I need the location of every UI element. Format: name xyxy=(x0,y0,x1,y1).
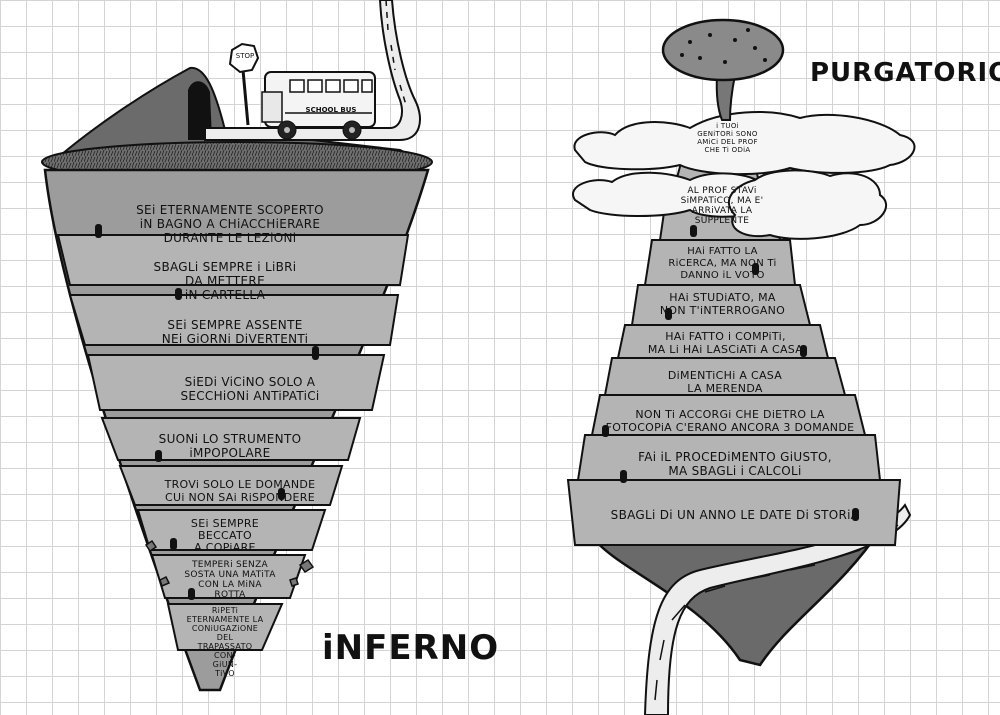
purgatorio-terrace-8: FAi iL PROCEDiMENTO GiUSTO, MA SBAGLi i … xyxy=(600,450,870,478)
purgatorio-terrace-4: HAi STUDiATO, MA NON T'iNTERROGANO xyxy=(640,291,805,317)
purgatorio-terrace-5: HAi FATTO i COMPiTi, MA Li HAi LASCiATi … xyxy=(628,330,823,356)
tree xyxy=(663,20,783,120)
inferno-circle-9: RiPETi ETERNAMENTE LA CONiUGAZiONE DEL T… xyxy=(180,606,270,678)
inferno-circle-5: SUONi LO STRUMENTO iMPOPOLARE xyxy=(150,432,310,460)
purgatorio-terrace-3: HAi FATTO LA RiCERCA, MA NON Ti DANNO iL… xyxy=(655,246,790,282)
inferno-circle-7: SEi SEMPRE BECCATO A COPiARE xyxy=(170,518,280,554)
inferno-circle-1: SEi ETERNAMENTE SCOPERTO iN BAGNO A CHiA… xyxy=(120,203,340,245)
purgatorio-terrace-9: SBAGLi Di UN ANNO LE DATE Di STORiA xyxy=(585,508,885,522)
purgatorio-terrace-6: DiMENTiCHi A CASA LA MERENDA xyxy=(640,369,810,395)
stop-sign-label: STOP xyxy=(232,52,258,60)
purgatorio-terrace-2: AL PROF STAVi SiMPATiCO, MA E' ARRiVATA … xyxy=(672,186,772,226)
inferno-circle-2: SBAGLi SEMPRE i LiBRi DA METTERE iN CART… xyxy=(120,260,330,302)
purgatorio-terrace-7: NON Ti ACCORGi CHE DiETRO LA FOTOCOPiA C… xyxy=(600,408,860,434)
inferno-circle-3: SEi SEMPRE ASSENTE NEi GiORNi DiVERTENTi xyxy=(135,318,335,346)
purgatorio-title: PURGATORIO xyxy=(810,58,1000,88)
inferno-title: iNFERNO xyxy=(322,628,499,668)
inferno-circle-6: TROVi SOLO LE DOMANDE CUi NON SAi RiSPON… xyxy=(150,478,330,504)
tree-crown xyxy=(663,20,783,80)
purgatorio-terrace-1: i TUOi GENiTORi SONO AMiCi DEL PROF CHE … xyxy=(690,122,765,154)
inferno-circle-4: SiEDi ViCiNO SOLO A SECCHiONi ANTiPATiCi xyxy=(150,375,350,403)
inferno-circle-8: TEMPERi SENZA SOSTA UNA MATiTA CON LA Mi… xyxy=(170,560,290,600)
bus-label: SCHOOL BUS xyxy=(290,106,372,114)
